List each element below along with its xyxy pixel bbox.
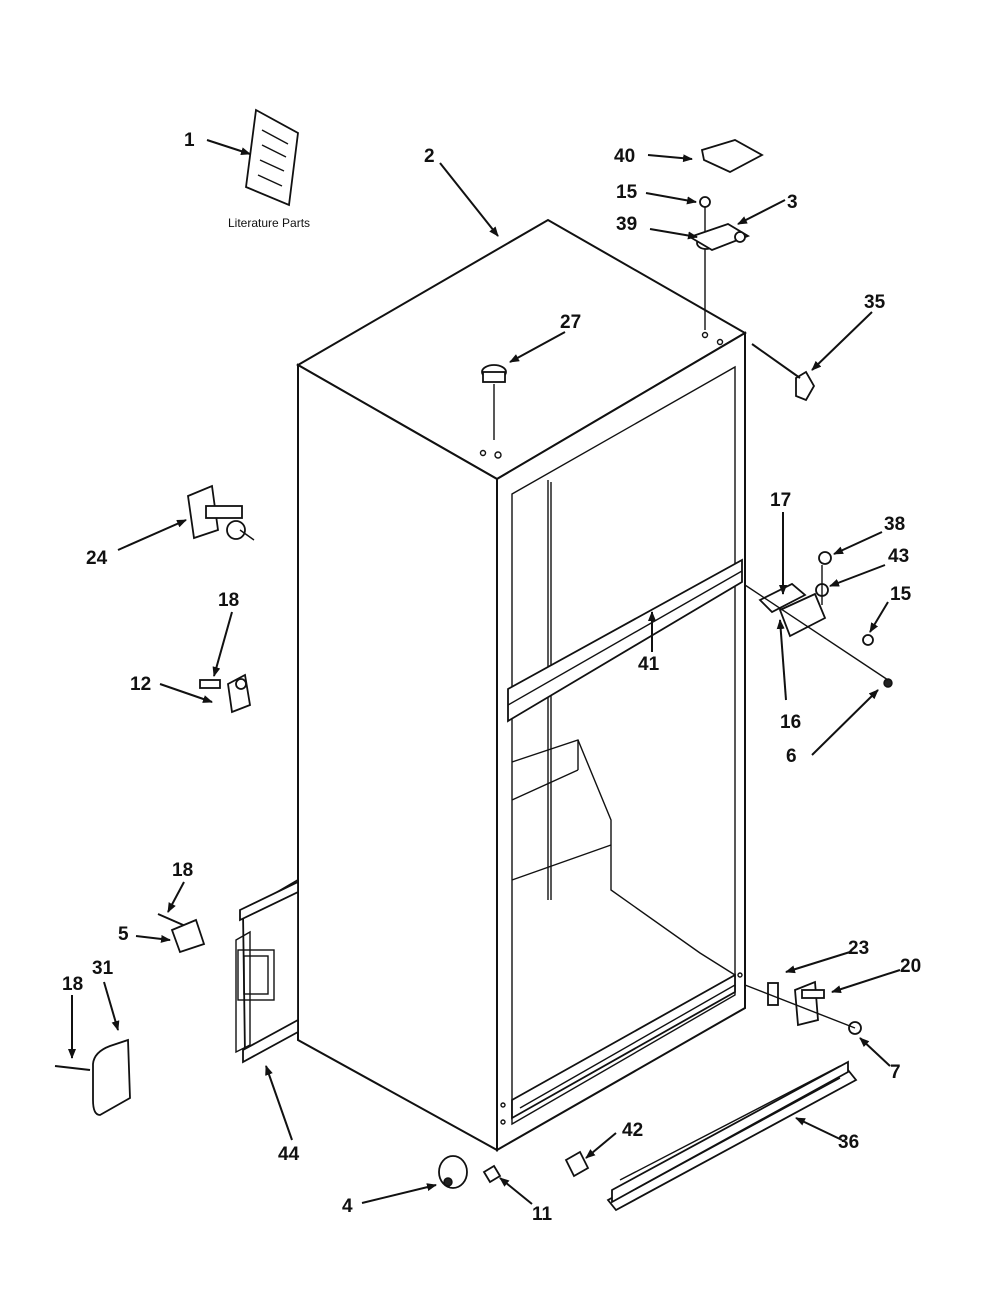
callout-6: 6 — [786, 746, 797, 767]
callout-16: 16 — [780, 712, 801, 733]
base-grille-36 — [606, 1060, 858, 1212]
callout-18: 18 — [218, 590, 239, 611]
callout-27: 27 — [560, 312, 581, 333]
callout-42: 42 — [622, 1120, 643, 1141]
callout-12: 12 — [130, 674, 151, 695]
hinge-cover-31 — [54, 1038, 131, 1116]
clip-42 — [564, 1150, 590, 1178]
hinge-assembly-24 — [187, 484, 255, 541]
callout-38: 38 — [884, 514, 905, 535]
top-hinge — [687, 196, 751, 330]
thermostat-knob — [481, 364, 507, 440]
cabinet — [235, 218, 747, 1152]
callout-23: 23 — [848, 938, 869, 959]
callout-18c: 18 — [62, 974, 83, 995]
callout-15b: 15 — [890, 584, 912, 605]
callout-36: 36 — [838, 1132, 859, 1153]
callout-35: 35 — [864, 292, 886, 313]
callout-3: 3 — [787, 192, 798, 213]
callout-17: 17 — [770, 490, 791, 511]
callout-2: 2 — [424, 146, 435, 167]
hinge-part-5 — [157, 913, 206, 954]
callout-7: 7 — [890, 1062, 901, 1083]
callout-20: 20 — [900, 956, 921, 977]
hinge-cover — [700, 139, 764, 174]
literature-parts-caption: Literature Parts — [228, 216, 310, 230]
center-hinge — [744, 551, 893, 688]
leader-lines — [68, 139, 901, 1205]
callout-4: 4 — [342, 1196, 353, 1217]
leveling-roller-4 — [438, 1155, 468, 1189]
callout-1: 1 — [184, 130, 195, 151]
callout-43: 43 — [888, 546, 909, 567]
callout-15: 15 — [616, 182, 638, 203]
callout-40: 40 — [614, 146, 635, 167]
bottom-hinge — [744, 980, 862, 1035]
callout-18b: 18 — [172, 860, 193, 881]
callout-39: 39 — [616, 214, 637, 235]
screw-11 — [482, 1164, 502, 1184]
door-stop — [795, 370, 816, 402]
callout-11: 11 — [532, 1204, 553, 1225]
callout-5: 5 — [118, 924, 129, 945]
callout-44: 44 — [278, 1144, 300, 1165]
callout-24: 24 — [86, 548, 108, 569]
hinge-part-12 — [199, 673, 252, 714]
callout-31: 31 — [92, 958, 114, 979]
literature-parts — [245, 108, 299, 207]
callout-41: 41 — [638, 654, 660, 675]
